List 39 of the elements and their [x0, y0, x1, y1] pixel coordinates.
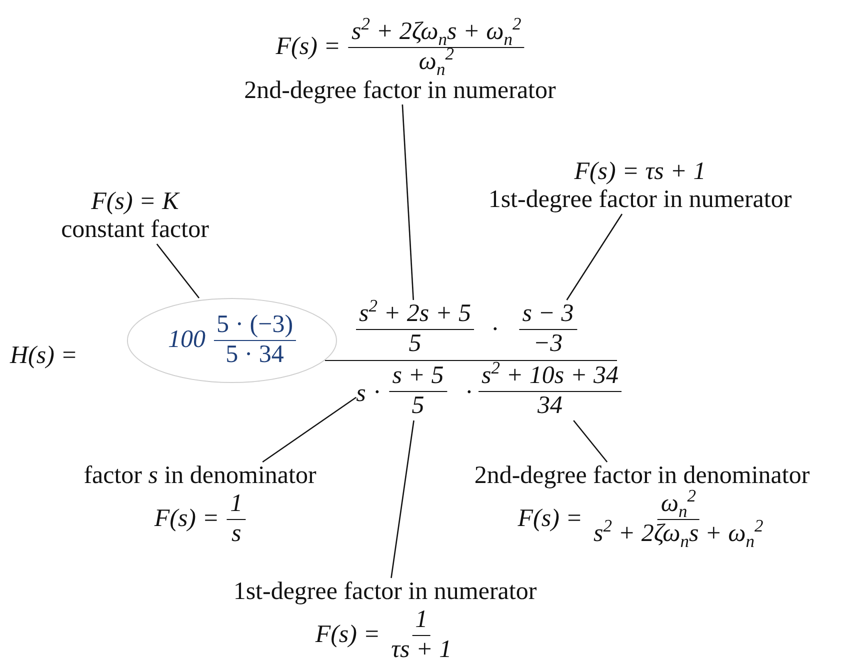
- caption-text: 2nd-degree factor in denominator: [474, 462, 810, 490]
- caption-text: 2nd-degree factor in numerator: [244, 76, 556, 104]
- leader-line: [566, 214, 623, 300]
- denominator: 34: [536, 392, 564, 420]
- formula-text: F(s) = τs + 1: [574, 158, 706, 186]
- caption-text: 1st-degree factor in numerator: [233, 578, 537, 606]
- leader-line: [262, 396, 356, 463]
- highlight-ellipse: [126, 298, 338, 382]
- formula-term: s: [356, 380, 366, 408]
- formula-text: F(s) =: [315, 621, 380, 650]
- formula-text: H(s) =: [10, 342, 78, 370]
- numerator: 1: [227, 490, 246, 520]
- formula-text: F(s) =: [154, 505, 220, 534]
- denominator: 5 · 34: [224, 340, 285, 370]
- numerator: 1: [412, 606, 431, 636]
- numerator: s$^{2}$ + 2s + 5: [356, 300, 474, 330]
- leader-line: [156, 244, 200, 298]
- leader-line: [573, 420, 608, 462]
- caption-text: constant factor: [61, 216, 209, 244]
- leader-line: [402, 104, 414, 300]
- leader-line: [390, 420, 414, 578]
- multiplication-dot: ·: [465, 379, 474, 407]
- formula-text: 100: [168, 326, 206, 354]
- multiplication-dot: ·: [373, 379, 382, 407]
- denominator: s: [230, 520, 242, 548]
- numerator: s$^{2}$ + 10s + 34: [478, 362, 622, 392]
- caption-text: 1st-degree factor in numerator: [488, 186, 792, 214]
- numerator: 5 · (−3): [213, 311, 296, 341]
- numerator: s + 5: [389, 362, 447, 392]
- denominator: 5: [408, 330, 422, 358]
- multiplication-dot: ·: [491, 316, 500, 344]
- formula-text: F(s) = K: [91, 188, 179, 216]
- caption-text: factor s in denominator: [84, 462, 316, 490]
- denominator: −3: [532, 330, 564, 358]
- denominator: τs + 1: [390, 636, 453, 664]
- formula-text: F(s) =: [276, 33, 341, 62]
- formula-text: F(s) =: [518, 505, 583, 534]
- numerator: s − 3: [519, 300, 577, 330]
- denominator: 5: [410, 392, 426, 420]
